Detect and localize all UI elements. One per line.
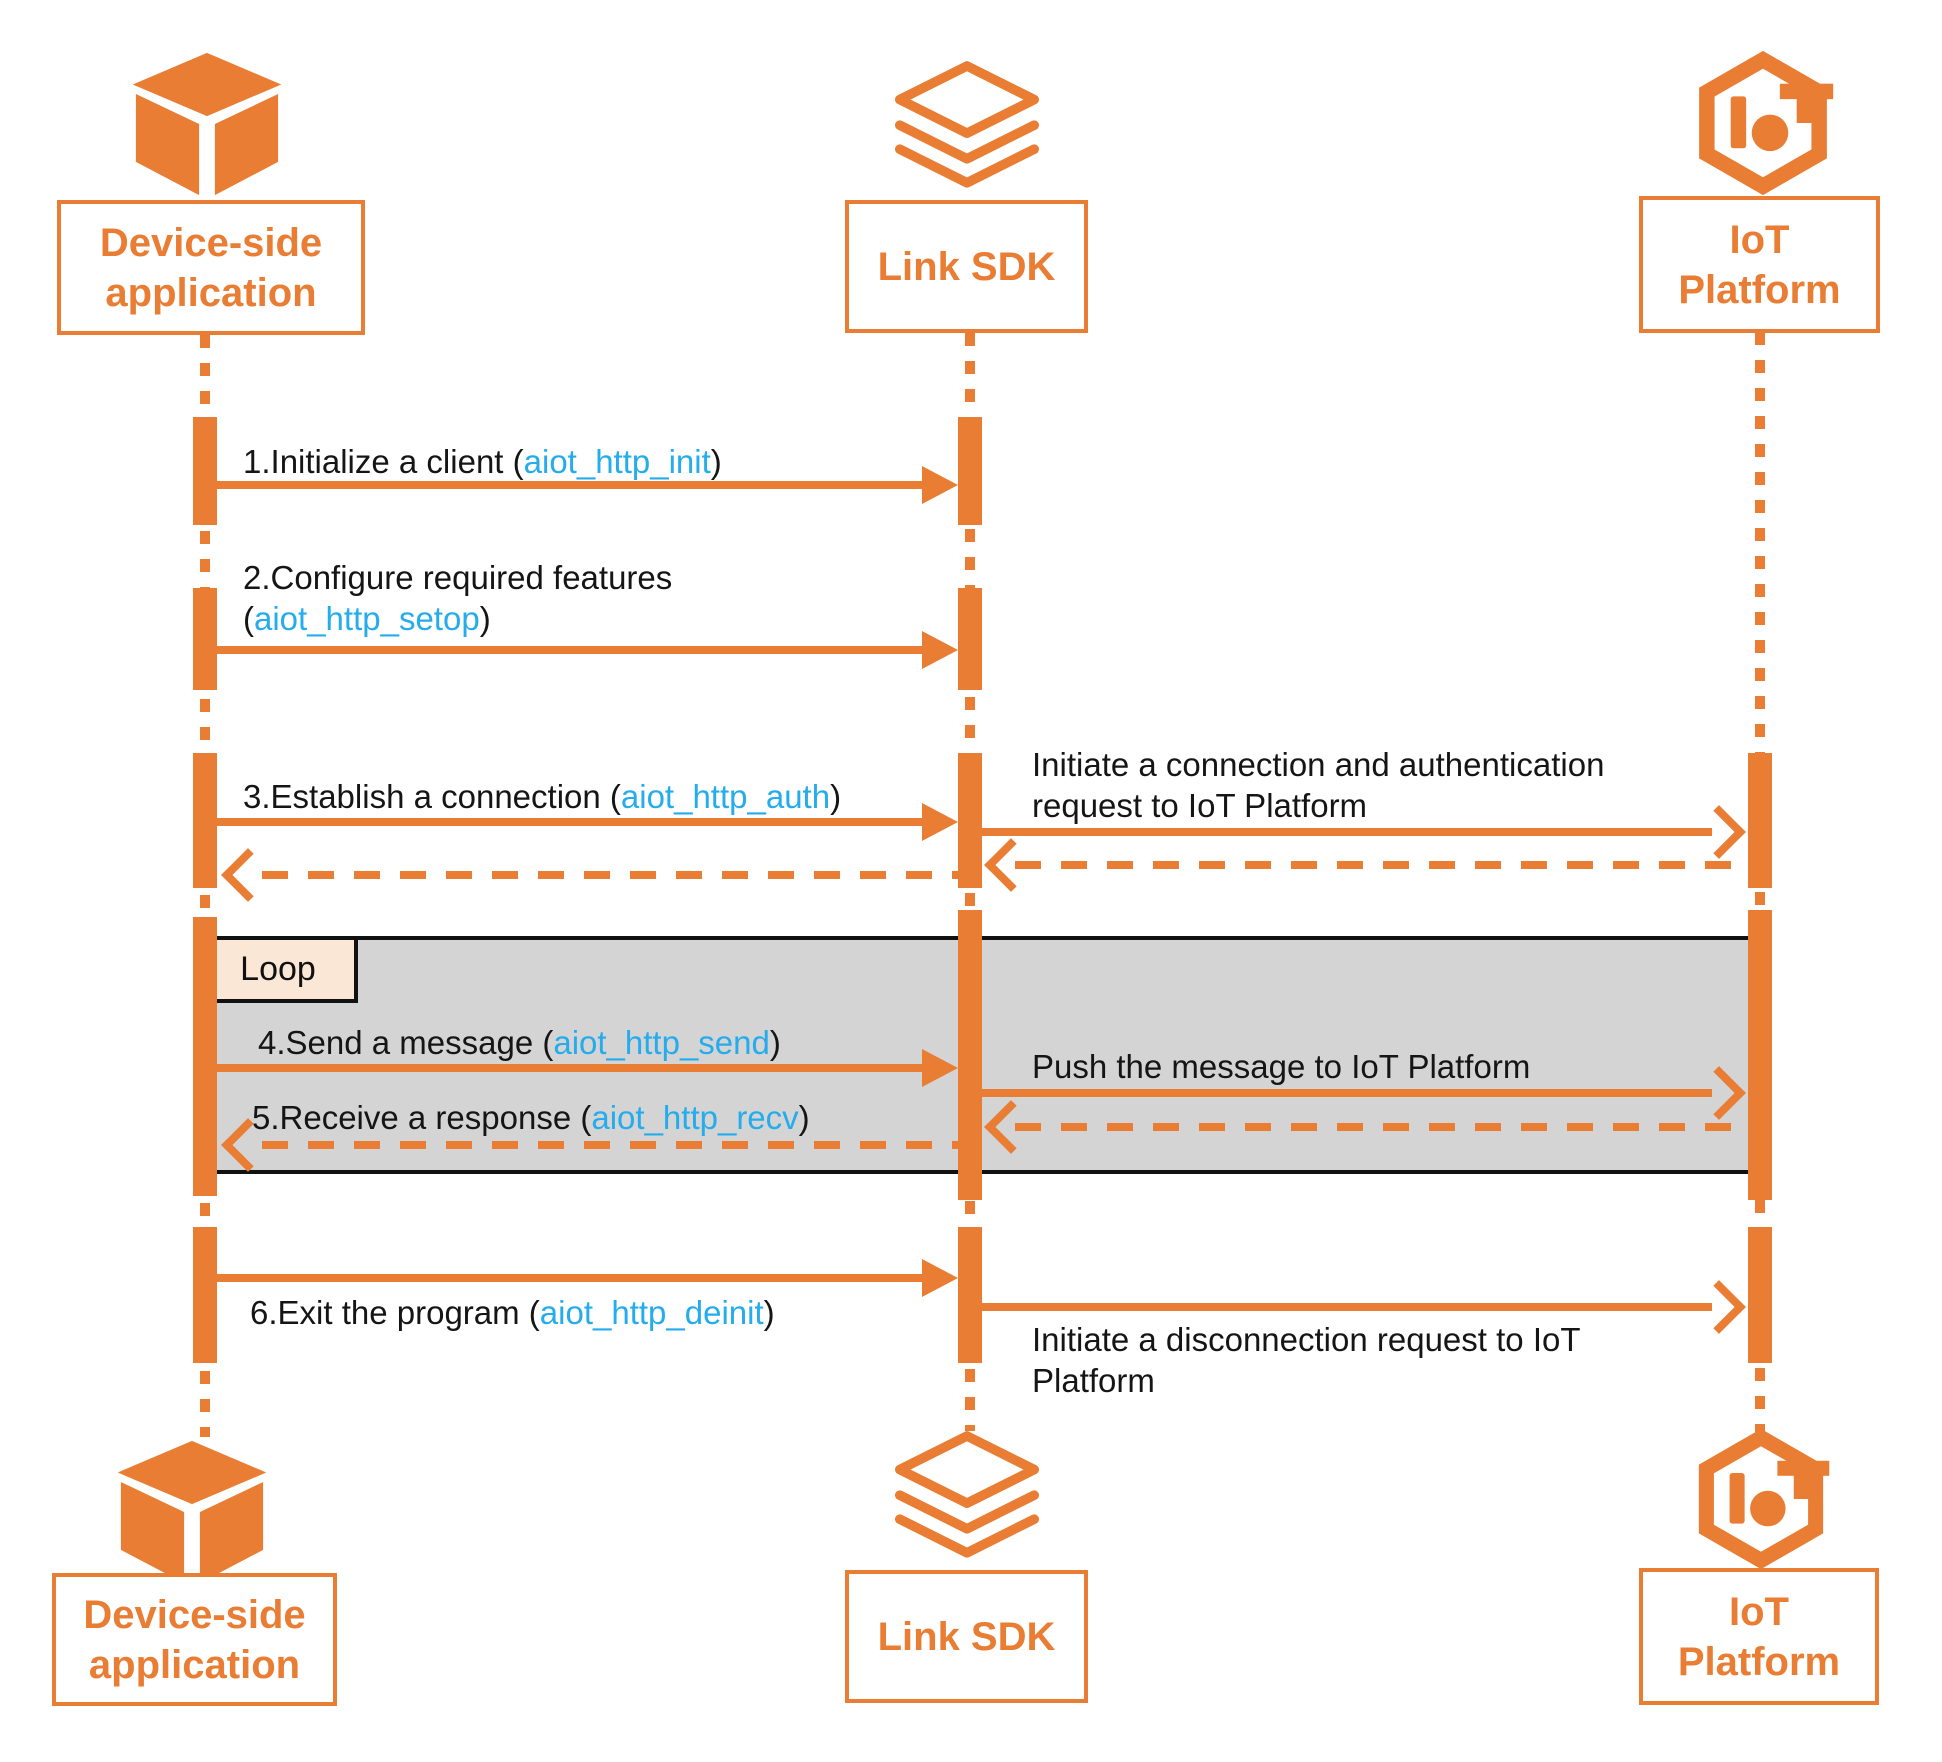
loop-label-text: Loop xyxy=(240,950,316,988)
arrowhead-message-6 xyxy=(922,1259,958,1297)
activation-bar-iot-2 xyxy=(1748,1227,1772,1363)
arrow-message-1 xyxy=(217,481,926,489)
activation-bar-sdk-2 xyxy=(958,588,982,690)
actor-iot-top: IoT Platform xyxy=(1639,196,1880,333)
message-2-line1: 2.Configure required features xyxy=(243,559,673,596)
arrow-message-2 xyxy=(217,646,926,654)
iot-hexagon-icon xyxy=(1698,1428,1830,1570)
aiot-http-recv-link[interactable]: aiot_http_recv xyxy=(591,1099,799,1136)
arrowhead-message-3 xyxy=(922,803,958,841)
actor-iot-line2: Platform xyxy=(1678,267,1841,312)
message-6-label: 6.Exit the program (aiot_http_deinit) xyxy=(250,1292,775,1333)
message-5-suffix: ) xyxy=(798,1099,810,1136)
message-5-text: 5.Receive a response ( xyxy=(252,1099,592,1136)
message-6-text: 6.Exit the program ( xyxy=(250,1294,540,1331)
loop-label: Loop xyxy=(198,936,358,1003)
arrow-connect-request xyxy=(982,828,1712,836)
arrowhead-message-2 xyxy=(922,631,958,669)
layers-icon xyxy=(895,1431,1039,1558)
activation-bar-sdk-3 xyxy=(958,753,982,888)
arrow-connect-response xyxy=(1015,861,1748,869)
actor-sdk-label: Link SDK xyxy=(877,244,1056,289)
activation-bar-iot-loop xyxy=(1748,910,1772,1200)
activation-bar-sdk-loop xyxy=(958,910,982,1200)
actor-device-top: Device-side application xyxy=(57,200,365,335)
connect-request-label: Initiate a connection and authentication… xyxy=(1032,746,1605,824)
message-4-label: 4.Send a message (aiot_http_send) xyxy=(258,1022,781,1063)
actor-sdk-label: Link SDK xyxy=(877,1614,1056,1659)
actor-device-line2: application xyxy=(105,270,317,315)
arrow-return-3 xyxy=(262,871,958,879)
message-1-text: 1.Initialize a client ( xyxy=(243,443,524,480)
message-4-suffix: ) xyxy=(769,1024,781,1061)
aiot-http-auth-link[interactable]: aiot_http_auth xyxy=(620,778,831,815)
actor-sdk-top: Link SDK xyxy=(845,200,1088,333)
actor-device-line1: Device-side xyxy=(83,1592,306,1637)
message-2-open-paren: ( xyxy=(243,600,254,637)
arrow-message-4 xyxy=(217,1064,926,1072)
actor-device-line2: application xyxy=(88,1642,301,1687)
disconnect-request-label: Initiate a disconnection request to IoT … xyxy=(1032,1321,1580,1399)
actor-sdk-bottom: Link SDK xyxy=(845,1570,1088,1703)
cube-icon xyxy=(132,52,282,196)
arrowhead-message-1 xyxy=(922,466,958,504)
actor-iot-line1: IoT xyxy=(1729,1589,1789,1634)
message-5-label: 5.Receive a response (aiot_http_recv) xyxy=(252,1097,810,1138)
arrowhead-connect-request xyxy=(1692,805,1746,859)
arrow-message-3 xyxy=(217,818,926,826)
message-1-label: 1.Initialize a client (aiot_http_init) xyxy=(243,441,722,482)
actor-iot-line2: Platform xyxy=(1677,1639,1841,1684)
activation-bar-device-1 xyxy=(193,417,217,525)
arrow-return-5 xyxy=(262,1141,958,1149)
actor-device-bottom: Device-side application xyxy=(52,1573,337,1706)
activation-bar-iot-1 xyxy=(1748,753,1772,888)
message-6-suffix: ) xyxy=(763,1294,775,1331)
activation-bar-device-loop xyxy=(193,917,217,1196)
message-3-suffix: ) xyxy=(830,778,842,815)
activation-bar-device-4 xyxy=(193,1227,217,1363)
actor-iot-bottom: IoT Platform xyxy=(1639,1568,1879,1705)
message-2-label: 2.Configure required features (aiot_http… xyxy=(243,557,672,639)
arrowhead-disconnect-request xyxy=(1692,1280,1746,1334)
push-message-label: Push the message to IoT Platform xyxy=(1032,1048,1531,1085)
cube-icon xyxy=(117,1440,267,1584)
message-2-suffix: ) xyxy=(479,600,491,637)
aiot-http-setop-link[interactable]: aiot_http_setop xyxy=(254,600,480,637)
activation-bar-sdk-4 xyxy=(958,1227,982,1363)
activation-bar-device-2 xyxy=(193,588,217,690)
activation-bar-sdk-1 xyxy=(958,417,982,525)
message-3-label: 3.Establish a connection (aiot_http_auth… xyxy=(243,776,841,817)
iot-hexagon-icon xyxy=(1699,50,1834,196)
message-4-text: 4.Send a message ( xyxy=(258,1024,554,1061)
message-1-suffix: ) xyxy=(710,443,722,480)
aiot-http-send-link[interactable]: aiot_http_send xyxy=(553,1024,770,1061)
activation-bar-device-3 xyxy=(193,753,217,888)
aiot-http-deinit-link[interactable]: aiot_http_deinit xyxy=(539,1294,764,1331)
actor-iot-line1: IoT xyxy=(1729,217,1790,262)
message-3-text: 3.Establish a connection ( xyxy=(243,778,621,815)
arrow-disconnect-request xyxy=(982,1303,1712,1311)
actor-device-line1: Device-side xyxy=(99,220,323,265)
arrowhead-message-4 xyxy=(922,1049,958,1087)
arrow-push-response xyxy=(1015,1123,1748,1131)
layers-icon xyxy=(895,61,1039,188)
arrow-push-message xyxy=(982,1089,1712,1097)
aiot-http-init-link[interactable]: aiot_http_init xyxy=(523,443,711,480)
message-2-line2: (aiot_http_setop) xyxy=(243,598,672,639)
arrow-message-6 xyxy=(217,1274,926,1282)
